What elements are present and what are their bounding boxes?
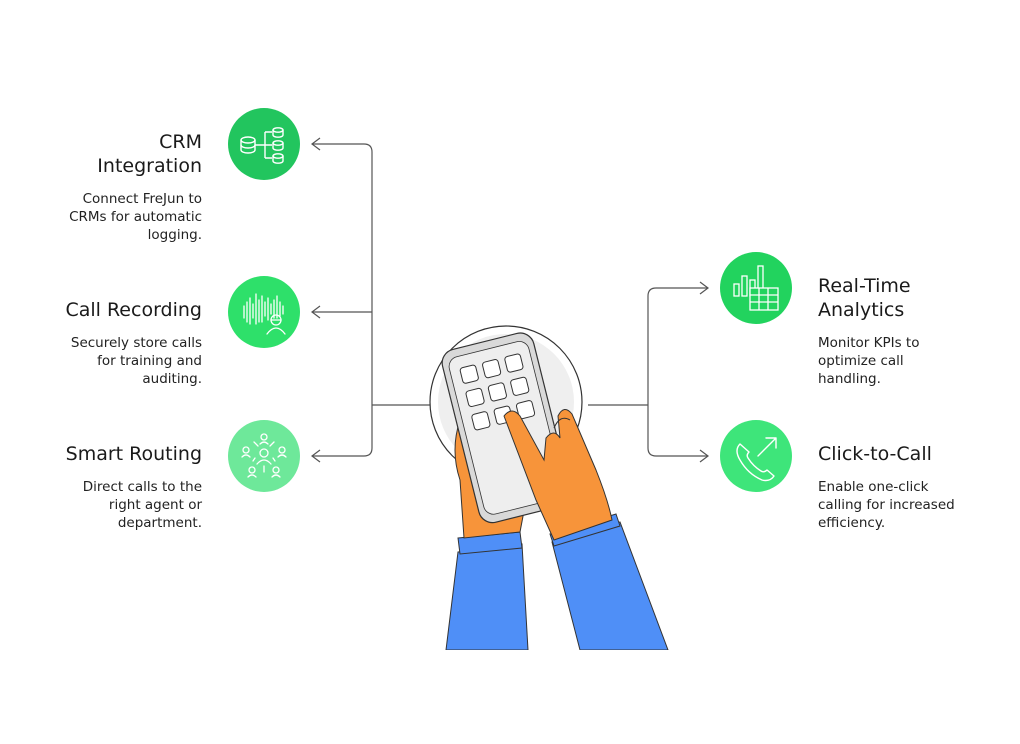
feature-title: Smart Routing xyxy=(65,443,202,465)
recording-icon-circle xyxy=(228,276,300,348)
desc-line: department. xyxy=(117,515,202,531)
feature-description: Direct calls to the right agent or depar… xyxy=(66,478,202,532)
title-line-2: Integration xyxy=(97,155,202,177)
feature-title: Click-to-Call xyxy=(818,443,932,465)
right-hand xyxy=(503,409,613,541)
desc-line: Monitor KPIs to xyxy=(818,335,920,351)
phone-outgoing-icon xyxy=(736,437,777,482)
click-to-call-icon-circle xyxy=(720,420,792,492)
feature-click-to-call: Click-to-Call Enable one-click calling f… xyxy=(818,442,955,532)
analytics-icon-circle xyxy=(720,252,792,324)
feature-description: Connect FreJun to CRMs for automatic log… xyxy=(69,190,202,244)
desc-line: efficiency. xyxy=(818,515,886,531)
desc-line: auditing. xyxy=(142,371,202,387)
arrowhead-analytics xyxy=(699,281,709,295)
desc-line: logging. xyxy=(147,227,202,243)
feature-title: Real-Time Analytics xyxy=(818,274,919,322)
thumb-line xyxy=(553,417,571,429)
feature-call-recording: Call Recording Securely store calls for … xyxy=(65,298,202,388)
bar-chart-table-icon xyxy=(733,265,779,311)
desc-line: optimize call xyxy=(818,353,904,369)
left-sleeve xyxy=(445,543,529,650)
arrowhead-routing xyxy=(311,449,321,463)
desc-line: for training and xyxy=(97,353,202,369)
arrowhead-recording xyxy=(311,305,321,319)
desc-line: calling for increased xyxy=(818,497,955,513)
desc-line: CRMs for automatic xyxy=(69,209,202,225)
connector-to-click-to-call xyxy=(647,405,708,457)
feature-real-time-analytics: Real-Time Analytics Monitor KPIs to opti… xyxy=(818,274,919,388)
desc-line: Enable one-click xyxy=(818,479,929,495)
feature-description: Enable one-click calling for increased e… xyxy=(818,478,955,532)
desc-line: handling. xyxy=(818,371,881,387)
title-line-1: Real-Time xyxy=(818,275,911,297)
connector-to-crm xyxy=(312,143,373,153)
hands-phone-illustration xyxy=(429,325,669,650)
desc-line: Connect FreJun to xyxy=(82,191,202,207)
team-routing-icon xyxy=(241,433,287,478)
arrowhead-crm xyxy=(311,137,321,151)
feature-title: Call Recording xyxy=(65,299,202,321)
feature-title: CRM Integration xyxy=(69,130,202,178)
soundwave-person-icon xyxy=(243,293,286,335)
routing-icon-circle xyxy=(228,420,300,492)
crm-icon-circle xyxy=(228,108,300,180)
arrowhead-click-to-call xyxy=(699,449,709,463)
feature-description: Securely store calls for training and au… xyxy=(65,334,202,388)
feature-smart-routing: Smart Routing Direct calls to the right … xyxy=(66,442,202,532)
connector-to-routing xyxy=(312,152,373,457)
desc-line: Securely store calls xyxy=(70,335,202,351)
feature-crm-integration: CRM Integration Connect FreJun to CRMs f… xyxy=(69,130,202,244)
desc-line: right agent or xyxy=(108,497,202,513)
feature-description: Monitor KPIs to optimize call handling. xyxy=(818,334,919,388)
connector-to-analytics xyxy=(647,287,708,405)
database-network-icon xyxy=(240,127,284,164)
title-line-2: Analytics xyxy=(818,299,905,321)
title-line-1: CRM xyxy=(159,131,202,153)
desc-line: Direct calls to the xyxy=(82,479,202,495)
